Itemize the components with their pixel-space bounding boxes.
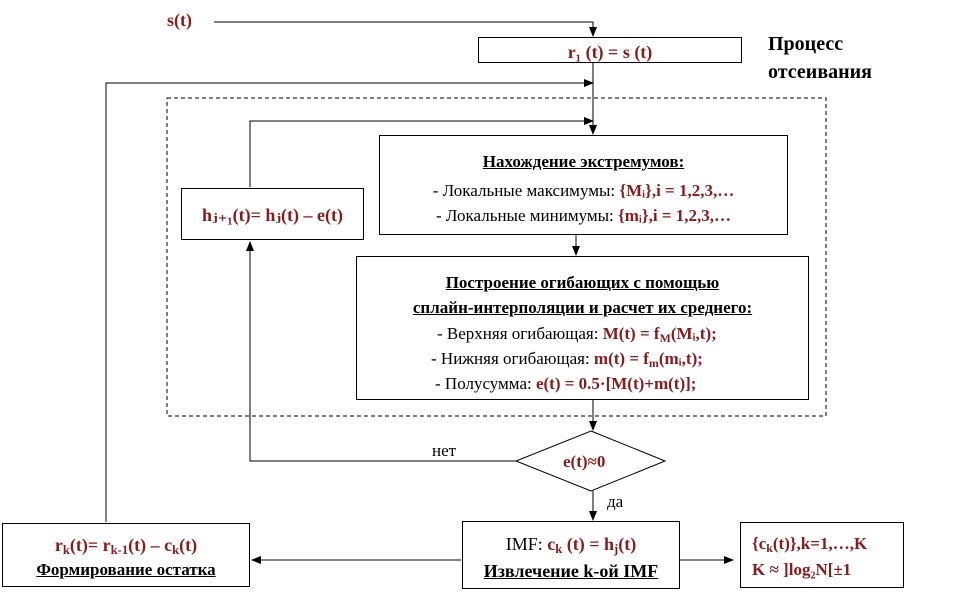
result-box: {ck(t)},k=1,…,K K ≈ ]log₂N[±1: [740, 522, 904, 588]
extrema-min-formula: {mᵢ},i = 1,2,3,…: [618, 206, 731, 225]
envelope-lower-line: - Нижняя огибающая: m(t) = fm(mᵢ,t);: [431, 349, 703, 370]
extrema-max-prefix: - Локальные максимумы:: [432, 181, 620, 200]
imf-title: Извлечение k-ой IMF: [483, 561, 659, 581]
residue-box: rk(t)= rk-1(t) – ck(t) Формирование оста…: [2, 523, 250, 587]
envelope-half-line: - Полусумма: e(t) = 0.5·[M(t)+m(t)];: [435, 375, 696, 392]
envelope-half-prefix: - Полусумма:: [435, 374, 536, 393]
extrema-min-line: - Локальные минимумы: {mᵢ},i = 1,2,3,…: [380, 207, 787, 224]
extrema-box: Нахождение экстремумов: - Локальные макс…: [379, 135, 788, 235]
imf-formula: ck (t) = hj(t): [547, 534, 637, 557]
yes-branch-label: да: [607, 492, 624, 511]
extrema-max-line: - Локальные максимумы: {Mᵢ},i = 1,2,3,…: [380, 182, 787, 199]
init-formula: r₁ (t) = s (t): [567, 42, 653, 62]
residue-title: Формирование остатка: [36, 560, 216, 579]
envelope-lower-prefix: - Нижняя огибающая:: [431, 349, 594, 368]
residue-loop-arrow: [105, 79, 594, 522]
envelope-upper-line: - Верхняя огибающая: M(t) = fM(Mᵢ,t);: [437, 324, 717, 345]
envelope-title-line1: Построение огибающих с помощью: [445, 273, 720, 292]
no-branch-arrow: [246, 241, 516, 462]
imf-prefix: IMF:: [505, 534, 548, 554]
envelope-upper-prefix: - Верхняя огибающая:: [437, 324, 603, 343]
envelope-title-line2: сплайн-интерполяции и расчет их среднего…: [412, 298, 753, 317]
result-line1: {ck(t)},k=1,…,K: [752, 534, 868, 555]
residue-formula: rk(t)= rk-1(t) – ck(t): [54, 535, 198, 558]
imf-box: IMF: ck (t) = hj(t) Извлечение k-ой IMF: [462, 521, 680, 589]
process-title-line2: отсеивания: [768, 61, 872, 83]
decision-label: e(t)≈0: [563, 452, 606, 471]
update-loop-arrow: [249, 117, 594, 187]
extrema-max-formula: {Mᵢ},i = 1,2,3,…: [619, 181, 735, 200]
update-formula: hⱼ₊₁(t)= hⱼ(t) – e(t): [202, 205, 343, 225]
envelope-lower-formula: m(t) = fm(mᵢ,t);: [593, 349, 703, 370]
result-line2: K ≈ ]log₂N[±1: [752, 560, 852, 579]
envelope-half-formula: e(t) = 0.5·[M(t)+m(t)];: [535, 374, 697, 393]
imf-formula-line: IMF: ck (t) = hj(t): [463, 534, 679, 557]
init-box: r₁ (t) = s (t): [478, 37, 742, 63]
process-title-line1: Процесс: [768, 33, 844, 55]
input-signal-label: s(t): [167, 10, 192, 30]
input-arrow: [214, 21, 597, 37]
update-box: hⱼ₊₁(t)= hⱼ(t) – e(t): [181, 188, 364, 240]
no-branch-label: нет: [432, 441, 457, 460]
decision-diamond: [514, 430, 667, 492]
envelope-box: Построение огибающих с помощью сплайн-ин…: [356, 256, 809, 400]
envelope-upper-formula: M(t) = fM(Mᵢ,t);: [602, 324, 717, 345]
sifting-region: [166, 97, 827, 417]
extrema-title: Нахождение экстремумов:: [482, 152, 685, 171]
extrema-min-prefix: - Локальные минимумы:: [436, 206, 619, 225]
